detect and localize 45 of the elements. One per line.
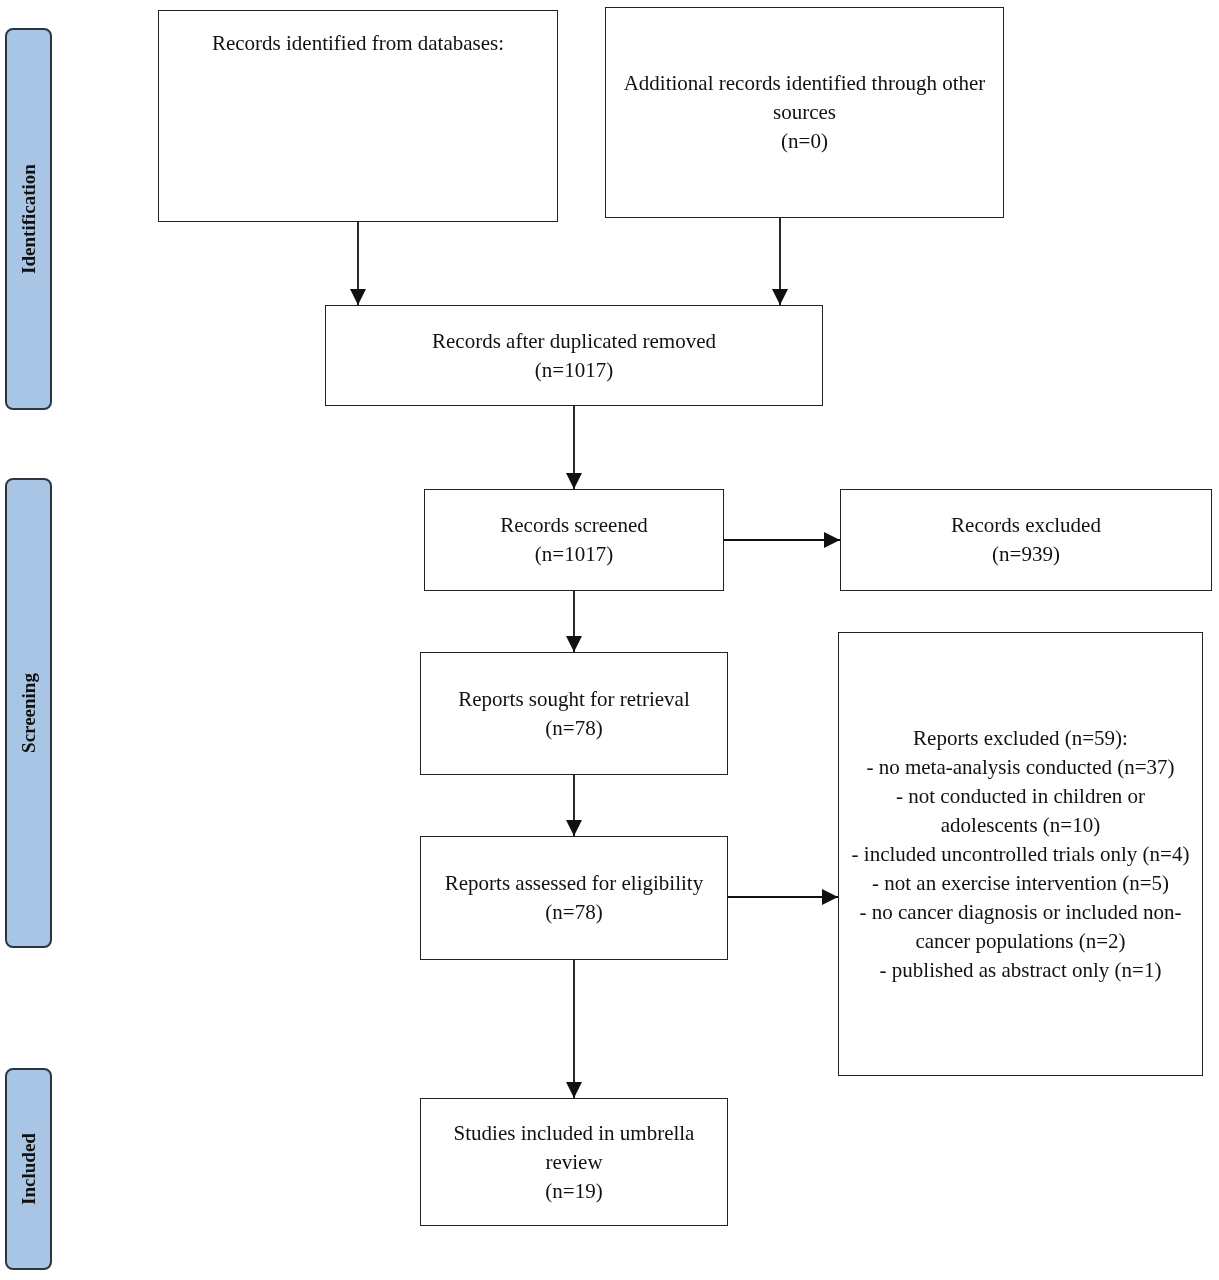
box-text: Records screened (500, 512, 648, 539)
arrow (565, 959, 583, 1099)
box-text: (n=1017) (534, 356, 614, 384)
box-text: - included uncontrolled trials only (n=4) (851, 840, 1190, 868)
box-text: (n=0) (781, 128, 828, 155)
stage-label: Identification (17, 164, 40, 274)
box-text: Studies included in umbrella review (452, 1119, 696, 1176)
process-box (605, 7, 1004, 218)
box-text: Reports excluded (n=59): (913, 724, 1128, 752)
arrow (727, 888, 839, 906)
process-box (838, 632, 1203, 1076)
arrow (723, 531, 841, 549)
box-text: Records excluded (951, 512, 1101, 539)
box-text: Records after duplicated removed (432, 327, 716, 355)
stage-band (5, 478, 52, 948)
stage-label: Included (17, 1133, 40, 1205)
process-box (325, 305, 823, 406)
stage-band (5, 1068, 52, 1270)
arrow (565, 774, 583, 837)
box-text: Reports assessed for eligibility (444, 870, 704, 897)
box-text: - not an exercise intervention (n=5) (872, 869, 1169, 897)
box-text: (n=19) (545, 1177, 603, 1205)
process-box (158, 10, 558, 222)
box-text: Additional records identified through other sources (622, 70, 987, 126)
process-box (420, 652, 728, 775)
box-text: - published as abstract only (n=1) (879, 956, 1162, 984)
process-box (424, 489, 724, 591)
process-box (840, 489, 1212, 591)
arrow (349, 221, 367, 306)
box-text: Records identified from databases: (211, 30, 505, 57)
arrow (565, 590, 583, 653)
box-text: Reports sought for retrieval (458, 685, 690, 713)
box-text: - no meta-analysis conducted (n=37) (866, 753, 1175, 781)
process-box (420, 836, 728, 960)
box-text: (n=78) (545, 899, 603, 926)
box-text: - no cancer diagnosis or included non-cancer populations (n=2) (858, 898, 1183, 955)
stage-label: Screening (17, 673, 40, 753)
box-text: (n=1017) (534, 541, 614, 568)
box-text: (n=939) (992, 541, 1060, 568)
process-box (420, 1098, 728, 1226)
arrow (771, 217, 789, 306)
arrow (565, 405, 583, 490)
stage-band (5, 28, 52, 410)
box-text: (n=78) (545, 714, 603, 742)
box-text: - not conducted in children or adolescents (n=10) (895, 782, 1146, 839)
